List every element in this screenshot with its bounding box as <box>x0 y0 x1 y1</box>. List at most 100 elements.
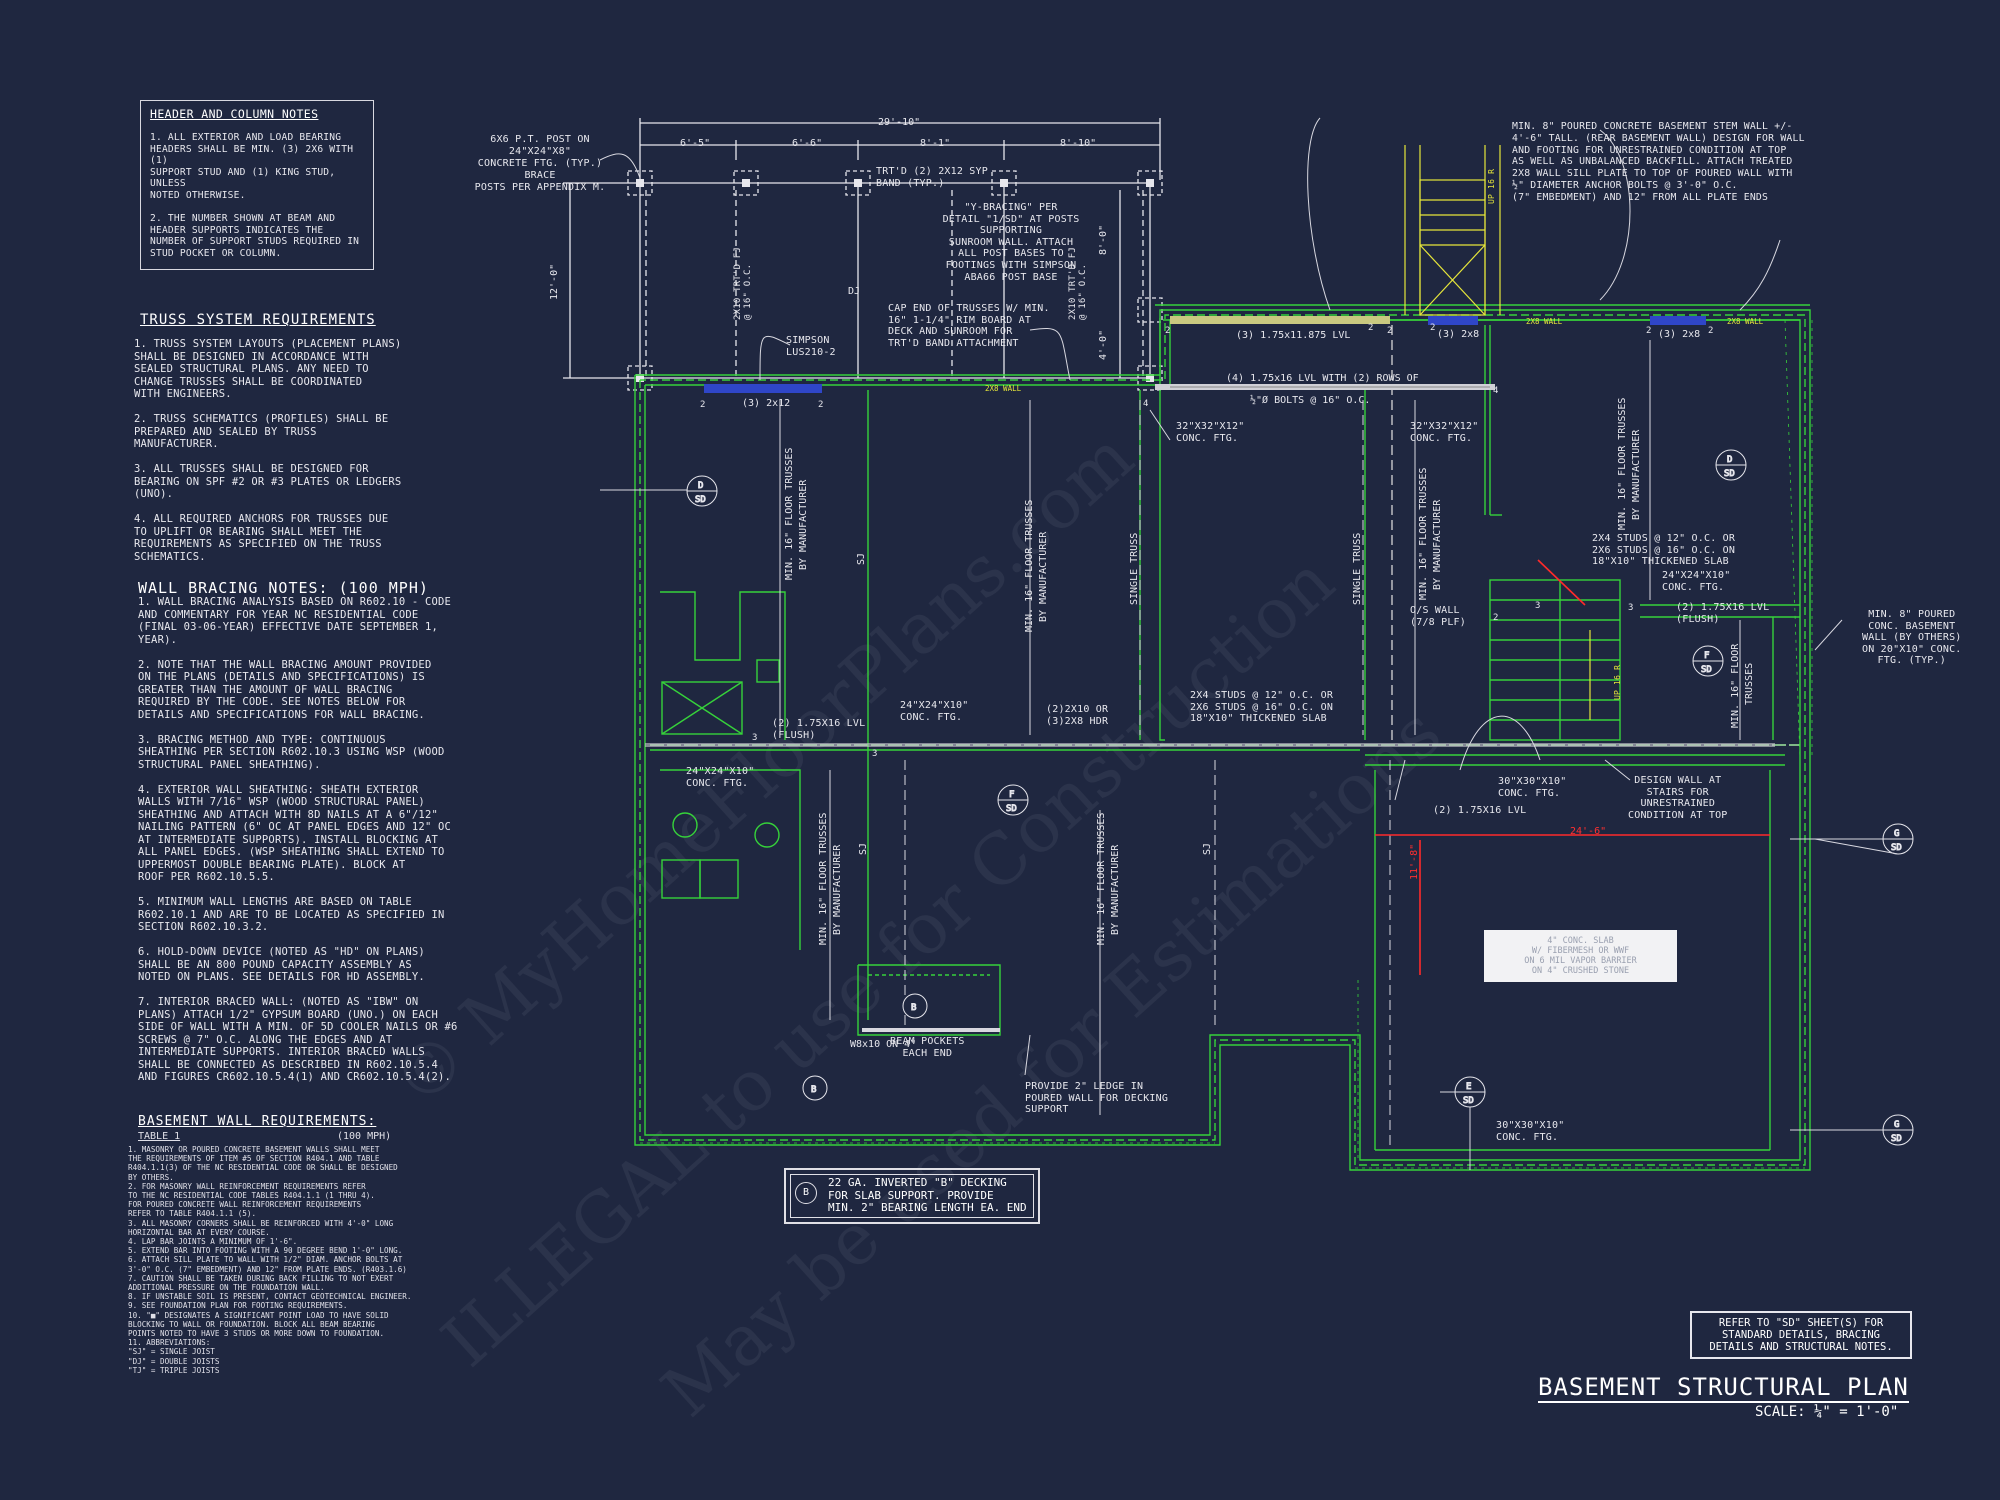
callout-lvl-flush-left: (2) 1.75x16 LVL (FLUSH) <box>772 718 866 741</box>
slab-label: 4" CONC. SLAB W/ FIBERMESH OR WWF ON 6 M… <box>1484 930 1677 982</box>
floor-truss-4-line2: BY MANUFACTURER <box>1110 844 1121 935</box>
floor-truss-1-line2: BY MANUFACTURER <box>798 479 809 570</box>
stud-count-12: 3 <box>872 749 877 759</box>
stud-count-2: 2 <box>818 400 823 410</box>
floor-truss-7-line1: MIN. 16" FLOOR <box>1730 643 1741 728</box>
beam-3-2x8: (3) 2x8 <box>1437 329 1479 340</box>
floor-truss-5-line1: MIN. 16" FLOOR TRUSSES <box>1418 468 1429 600</box>
callout-ftg-24b: 24"x24"x10" CONC. FTG. <box>900 700 969 723</box>
deck-framing <box>563 118 1163 391</box>
wall-2x8-a: 2X8 WALL <box>985 384 1022 393</box>
watermark: © MyHomeFloorPlans.com ILLEGAL to use fo… <box>377 416 1457 1433</box>
basement-wall-table-label: TABLE 1 <box>138 1131 181 1142</box>
floor-truss-2-line2: BY MANUFACTURER <box>1038 531 1049 622</box>
dim-right-depth1: 8'-0" <box>1098 225 1109 255</box>
beam-3-2x8-right: (3) 2x8 <box>1658 329 1700 340</box>
basement-wall-notes-heading: BASEMENT WALL REQUIREMENTS: <box>138 1114 377 1129</box>
dim-overall: 29'-10" <box>878 117 920 128</box>
section-tag-f2-bottom: SD <box>1701 665 1712 675</box>
header-column-notes-heading: HEADER AND COLUMN NOTES <box>150 107 319 121</box>
dim-right-depth2: 4'-0" <box>1098 330 1109 360</box>
section-tag-e-bottom: SD <box>1463 1096 1474 1106</box>
stud-count-1: 2 <box>700 400 705 410</box>
deck-tag-b-label: B <box>811 1085 816 1095</box>
stud-count-4: 2 <box>1387 326 1392 336</box>
dim-garage-depth: 11'-8" <box>1409 844 1420 880</box>
stud-count-9: 2 <box>1493 613 1498 623</box>
callout-stair-up: UP 16 R <box>1613 664 1622 700</box>
sheet-title: BASEMENT STRUCTURAL PLAN <box>1538 1373 1909 1403</box>
callout-ftg-30a: 30"x30"x10" CONC. FTG. <box>1498 776 1567 799</box>
floor-truss-7-line2: TRUSSES <box>1744 663 1755 705</box>
section-tag-d2: D SD <box>1715 449 1747 481</box>
beam-tag-b: B <box>902 993 928 1019</box>
header-column-notes-body: 1. ALL EXTERIOR AND LOAD BEARING HEADERS… <box>150 132 360 259</box>
stud-count-11: 3 <box>752 733 757 743</box>
leader-lines <box>599 117 1843 1076</box>
refer-note: REFER TO "SD" SHEET(S) FOR STANDARD DETA… <box>1690 1311 1912 1359</box>
section-tag-d1: D SD <box>686 475 718 507</box>
callout-2x10-hdr: (2)2x10 OR (3)2x8 HDR <box>1046 704 1109 727</box>
callout-stair-up2: UP 16 R <box>1487 168 1496 204</box>
stud-count-14: 2 <box>1430 323 1435 333</box>
stud-count-5: 4 <box>1143 399 1148 409</box>
dim-deck-depth: 12'-0" <box>549 264 560 300</box>
section-tag-e-top: E <box>1466 1082 1471 1092</box>
section-tags: D SD D SD F SD F SD G SD G SD E SD B <box>686 449 1914 1170</box>
stud-count-13: 3 <box>1535 601 1540 611</box>
wall-2x8-c: 2X8 WALL <box>1727 317 1764 326</box>
dj-label: DJ <box>848 286 860 297</box>
stud-counts: 2 2 2 2 4 4 2 2 2 3 3 3 3 2 2 <box>700 323 1713 759</box>
callout-ledge: PROVIDE 2" LEDGE IN POURED WALL FOR DECK… <box>1025 1081 1169 1116</box>
plan-labels: 29'-10" 6'-5" 6'-6" 8'-1" 8'-10" 12'-0" … <box>549 117 1764 1050</box>
dim-seg2: 6'-6" <box>792 138 822 149</box>
section-tag-f2-top: F <box>1704 651 1709 661</box>
section-tag-d2-bottom: SD <box>1724 469 1735 479</box>
sheet-scale: SCALE: ¼" = 1'-0" <box>1755 1404 1899 1420</box>
beam-tag-b-label: B <box>911 1003 916 1013</box>
callout-trtd-2x10-a: 2x10 TRT'D FJ @ 16" O.C. <box>733 246 753 320</box>
truss-arrows <box>779 340 1741 1150</box>
callout-simpson: SIMPSON LUS210-2 <box>786 335 836 358</box>
deck-note-text: 22 GA. INVERTED "B" DECKING FOR SLAB SUP… <box>828 1176 1027 1214</box>
bolts-label: ½"Ø BOLTS @ 16" O.C. <box>1250 394 1370 406</box>
dim-seg4: 8'-10" <box>1060 138 1096 149</box>
floor-truss-6-line1: MIN. 16" FLOOR TRUSSES <box>1617 398 1628 530</box>
callout-beam-pockets: BEAM POCKETS EACH END <box>890 1036 965 1059</box>
section-tag-g1-top: G <box>1894 829 1899 839</box>
callout-stem-wall: MIN. 8" POURED CONCRETE BASEMENT STEM WA… <box>1512 121 1805 203</box>
beam-lvl-top: (3) 1.75x11.875 LVL <box>1236 330 1350 341</box>
callout-studs-right: 2x4 STUDS @ 12" O.C. OR 2x6 STUDS @ 16" … <box>1592 533 1736 568</box>
sj-label-a: SJ <box>856 553 867 565</box>
beam-3-2x12: (3) 2x12 <box>742 398 790 409</box>
section-tag-d1-top: D <box>698 481 703 491</box>
section-tag-g1: G SD <box>1882 823 1914 855</box>
floor-truss-5-line2: BY MANUFACTURER <box>1432 499 1443 590</box>
callout-min8-poured: MIN. 8" POURED CONC. BASEMENT WALL (BY O… <box>1862 609 1962 667</box>
stud-count-15: 2 <box>1368 323 1373 333</box>
section-tag-f1: F SD <box>997 784 1029 816</box>
callout-y-bracing: "Y-BRACING" PER DETAIL "1/SD" AT POSTS S… <box>942 202 1080 283</box>
truss-notes-body: 1. TRUSS SYSTEM LAYOUTS (PLACEMENT PLANS… <box>134 338 402 563</box>
floor-truss-labels: MIN. 16" FLOOR TRUSSES BY MANUFACTURER M… <box>784 398 1755 945</box>
stud-count-8: 2 <box>1708 326 1713 336</box>
section-tag-d1-bottom: SD <box>695 495 706 505</box>
floor-truss-2-line1: MIN. 16" FLOOR TRUSSES <box>1024 500 1035 632</box>
section-tag-d2-top: D <box>1727 455 1732 465</box>
callout-trtd-2x10-b: 2x10 TRT'D FJ @ 16" O.C. <box>1068 246 1088 320</box>
single-truss-1: SINGLE TRUSS <box>1129 533 1140 605</box>
callout-trtd-band: TRT'D (2) 2x12 SYP BAND (TYP.) <box>876 166 988 189</box>
deck-tag-b: B <box>802 1075 828 1101</box>
section-tag-f2: F SD <box>1692 645 1724 677</box>
floor-truss-3-line1: MIN. 16" FLOOR TRUSSES <box>818 813 829 945</box>
beam-lvl-rows: (4) 1.75x16 LVL WITH (2) ROWS OF <box>1226 373 1419 384</box>
floor-truss-3-line2: BY MANUFACTURER <box>832 844 843 935</box>
stair-tower <box>1404 145 1591 720</box>
section-tag-g2: G SD <box>1882 1114 1914 1146</box>
sj-label-b: SJ <box>858 843 869 855</box>
sj-label-c: SJ <box>1202 843 1213 855</box>
basement-wall-wind: (100 MPH) <box>337 1131 392 1142</box>
deck-note-inner <box>790 1174 1034 1218</box>
